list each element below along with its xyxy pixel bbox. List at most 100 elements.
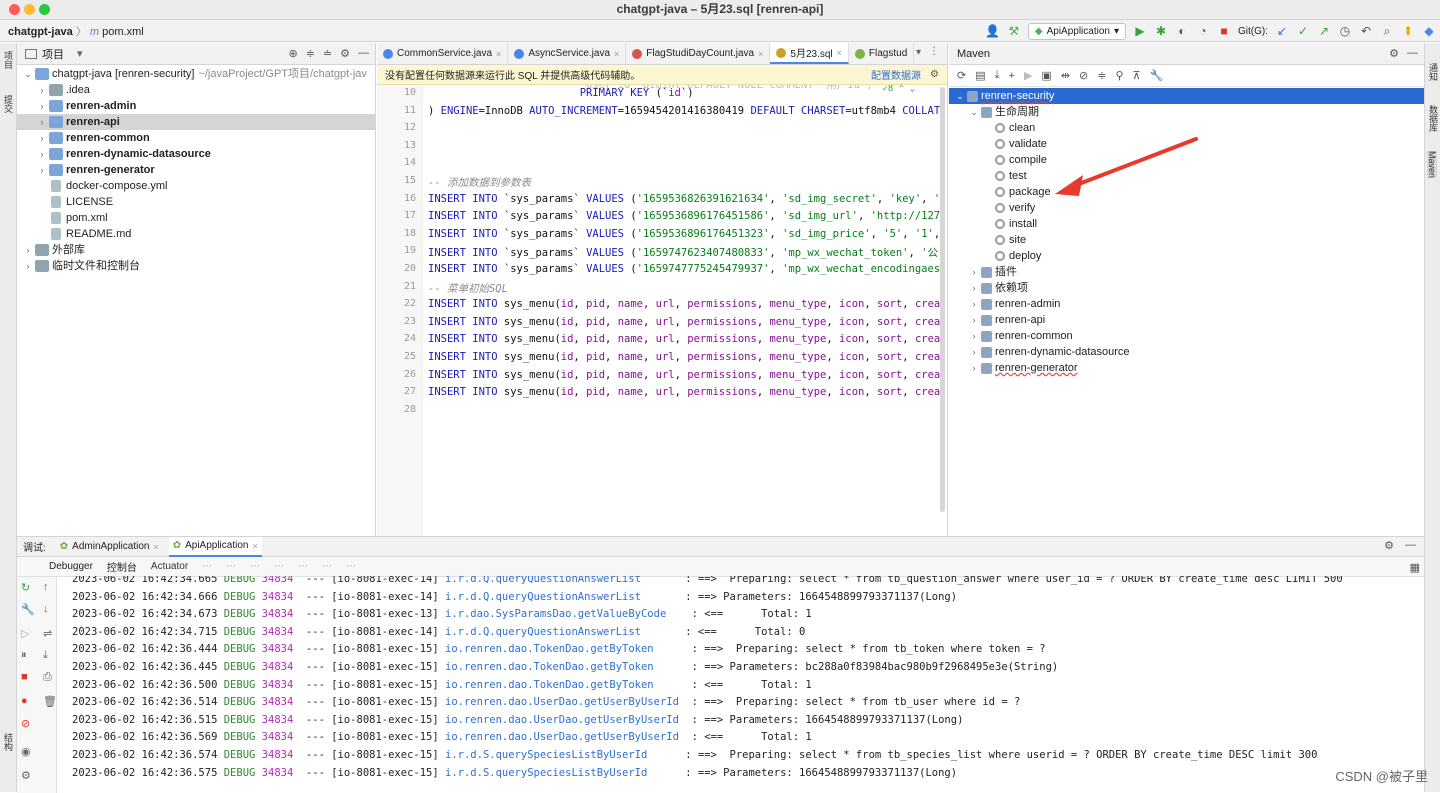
console-output[interactable]: 2023-06-02 16:42:34.665 DEBUG 34834 --- … bbox=[72, 576, 1412, 793]
maven-tree-item[interactable]: ›renren-generator bbox=[949, 360, 1424, 376]
breadcrumb-file[interactable]: pom.xml bbox=[102, 26, 144, 38]
scroll-down-icon[interactable]: ↓ bbox=[43, 603, 49, 615]
maven-tree-item[interactable]: ›renren-admin bbox=[949, 296, 1424, 312]
user-icon[interactable]: 👤 bbox=[986, 24, 1000, 38]
gear-icon[interactable]: ⚙ bbox=[340, 47, 350, 60]
maven-goal-validate[interactable]: validate bbox=[949, 136, 1424, 152]
run-icon[interactable]: ▶ bbox=[1024, 69, 1032, 82]
debug-subtab[interactable]: Debugger bbox=[49, 561, 93, 572]
minimize-window-button[interactable] bbox=[24, 4, 35, 15]
maven-tree-item[interactable]: ›renren-api bbox=[949, 312, 1424, 328]
more-tabs-icon[interactable]: ⋮ bbox=[929, 46, 939, 57]
chevron-right-icon[interactable]: › bbox=[35, 114, 49, 130]
project-tree-item[interactable]: ›外部库 bbox=[17, 242, 375, 258]
run-to-cursor-icon[interactable]: ⋯ bbox=[298, 561, 308, 572]
close-tab-icon[interactable]: × bbox=[496, 49, 501, 59]
debug-session-tab[interactable]: ✿ApiApplication× bbox=[169, 537, 262, 557]
collapse-icon[interactable]: ≑ bbox=[1097, 69, 1106, 82]
toggle-offline-icon[interactable]: ⇹ bbox=[1061, 69, 1070, 82]
chevron-right-icon[interactable]: › bbox=[967, 344, 981, 360]
editor-tab[interactable]: Flagstud bbox=[849, 43, 914, 64]
chevron-right-icon[interactable]: › bbox=[967, 280, 981, 296]
close-tab-icon[interactable]: × bbox=[252, 541, 257, 551]
maven-tool-button[interactable]: Maven bbox=[1427, 151, 1437, 178]
print-icon[interactable]: ⎙ bbox=[43, 671, 52, 684]
maven-goal-install[interactable]: install bbox=[949, 216, 1424, 232]
chevron-right-icon[interactable]: › bbox=[967, 264, 981, 280]
step-over-icon[interactable]: ⋯ bbox=[226, 561, 236, 572]
project-tree-item[interactable]: README.md bbox=[17, 226, 375, 242]
run-icon[interactable]: ▶ bbox=[1133, 24, 1147, 38]
editor-scrollbar[interactable] bbox=[940, 87, 945, 512]
download-icon[interactable]: ⤓ bbox=[995, 69, 1000, 82]
maven-goal-package[interactable]: package bbox=[949, 184, 1424, 200]
maven-goal-test[interactable]: test bbox=[949, 168, 1424, 184]
debug-subtab[interactable]: 控制台 bbox=[107, 559, 137, 574]
chevron-right-icon[interactable]: › bbox=[35, 130, 49, 146]
project-tree-item[interactable]: ›.idea bbox=[17, 82, 375, 98]
layout-icon[interactable]: ▦ bbox=[1410, 561, 1420, 574]
rollback-icon[interactable]: ↶ bbox=[1359, 24, 1373, 38]
clear-icon[interactable]: 🗑 bbox=[43, 695, 57, 708]
editor-tab[interactable]: 5月23.sql× bbox=[770, 43, 849, 64]
chevron-right-icon[interactable]: › bbox=[21, 258, 35, 274]
chevron-down-icon[interactable]: ⌄ bbox=[953, 88, 967, 104]
stop-icon[interactable]: ■ bbox=[21, 671, 28, 683]
show-dependencies-icon[interactable]: ⚲ bbox=[1115, 69, 1123, 82]
gear-icon[interactable]: ⚙ bbox=[1384, 539, 1394, 552]
execute-goal-icon[interactable]: ▣ bbox=[1041, 69, 1051, 82]
mute-breakpoints-icon[interactable]: ⊘ bbox=[21, 717, 30, 730]
history-icon[interactable]: ◷ bbox=[1338, 24, 1352, 38]
skip-tests-icon[interactable]: ⊘ bbox=[1079, 69, 1088, 82]
chevron-down-icon[interactable]: ⌄ bbox=[21, 66, 35, 82]
configure-datasource-link[interactable]: 配置数据源 bbox=[871, 67, 921, 82]
settings-wrench-icon[interactable]: 🔧 bbox=[21, 603, 35, 616]
project-tree-item[interactable]: ›renren-api bbox=[17, 114, 375, 130]
expand-all-icon[interactable]: ≑ bbox=[306, 47, 315, 60]
chevron-right-icon[interactable]: › bbox=[967, 360, 981, 376]
git-update-icon[interactable]: ↙ bbox=[1275, 24, 1289, 38]
chevron-down-icon[interactable]: ▾ bbox=[916, 47, 921, 58]
project-tree-item[interactable]: ›renren-admin bbox=[17, 98, 375, 114]
search-icon[interactable]: ⌕ bbox=[1380, 24, 1394, 38]
list-icon[interactable]: ⋯ bbox=[202, 561, 212, 572]
database-tool-button[interactable]: 数据库 bbox=[1427, 105, 1440, 132]
collapse-all-icon[interactable]: ≐ bbox=[323, 47, 332, 60]
editor-tab[interactable]: AsyncService.java× bbox=[508, 43, 626, 64]
editor-tab[interactable]: FlagStudiDayCount.java× bbox=[626, 43, 770, 64]
project-tree-item[interactable]: ›renren-generator bbox=[17, 162, 375, 178]
hide-icon[interactable]: — bbox=[358, 47, 369, 60]
project-pane-title[interactable]: 项目 bbox=[42, 46, 64, 62]
hide-icon[interactable]: — bbox=[1405, 539, 1416, 551]
gear-icon[interactable]: ⚙ bbox=[1389, 47, 1399, 60]
chevron-right-icon[interactable]: › bbox=[35, 98, 49, 114]
debug-session-tab[interactable]: ✿AdminApplication× bbox=[56, 537, 163, 557]
git-push-icon[interactable]: ↗ bbox=[1317, 24, 1331, 38]
chevron-right-icon[interactable]: › bbox=[967, 312, 981, 328]
chevron-right-icon[interactable]: › bbox=[967, 328, 981, 344]
project-tree-item[interactable]: ›renren-common bbox=[17, 130, 375, 146]
debug-icon[interactable]: ✱ bbox=[1154, 24, 1168, 38]
notifications-tool-button[interactable]: 通知 bbox=[1427, 63, 1440, 81]
structure-tool-button[interactable]: 结构 bbox=[2, 733, 15, 751]
close-tab-icon[interactable]: × bbox=[837, 48, 842, 58]
maven-tree-item[interactable]: ›renren-common bbox=[949, 328, 1424, 344]
git-commit-icon[interactable]: ✓ bbox=[1296, 24, 1310, 38]
step-into-icon[interactable]: ⋯ bbox=[250, 561, 260, 572]
build-hammer-icon[interactable]: ⚒ bbox=[1007, 24, 1021, 38]
project-tree-item[interactable]: pom.xml bbox=[17, 210, 375, 226]
resume-icon[interactable]: ▷ bbox=[21, 627, 29, 640]
rerun-icon[interactable]: ↻ bbox=[21, 581, 30, 594]
chevron-down-icon[interactable]: ⌄ bbox=[967, 104, 981, 120]
chevron-right-icon[interactable]: › bbox=[35, 146, 49, 162]
collapse-all-icon[interactable]: ⊼ bbox=[1133, 69, 1141, 82]
project-tree-item[interactable]: ›renren-dynamic-datasource bbox=[17, 146, 375, 162]
locate-icon[interactable]: ⊕ bbox=[288, 47, 297, 60]
chevron-right-icon[interactable]: › bbox=[21, 242, 35, 258]
coverage-icon[interactable]: ◐ bbox=[1175, 24, 1189, 38]
breadcrumb-project[interactable]: chatgpt-java bbox=[8, 26, 73, 38]
chevron-right-icon[interactable]: › bbox=[35, 162, 49, 178]
gear-icon[interactable]: ⚙ bbox=[930, 69, 939, 80]
project-tree-item[interactable]: docker-compose.yml bbox=[17, 178, 375, 194]
profile-icon[interactable]: ◔ bbox=[1196, 24, 1210, 38]
